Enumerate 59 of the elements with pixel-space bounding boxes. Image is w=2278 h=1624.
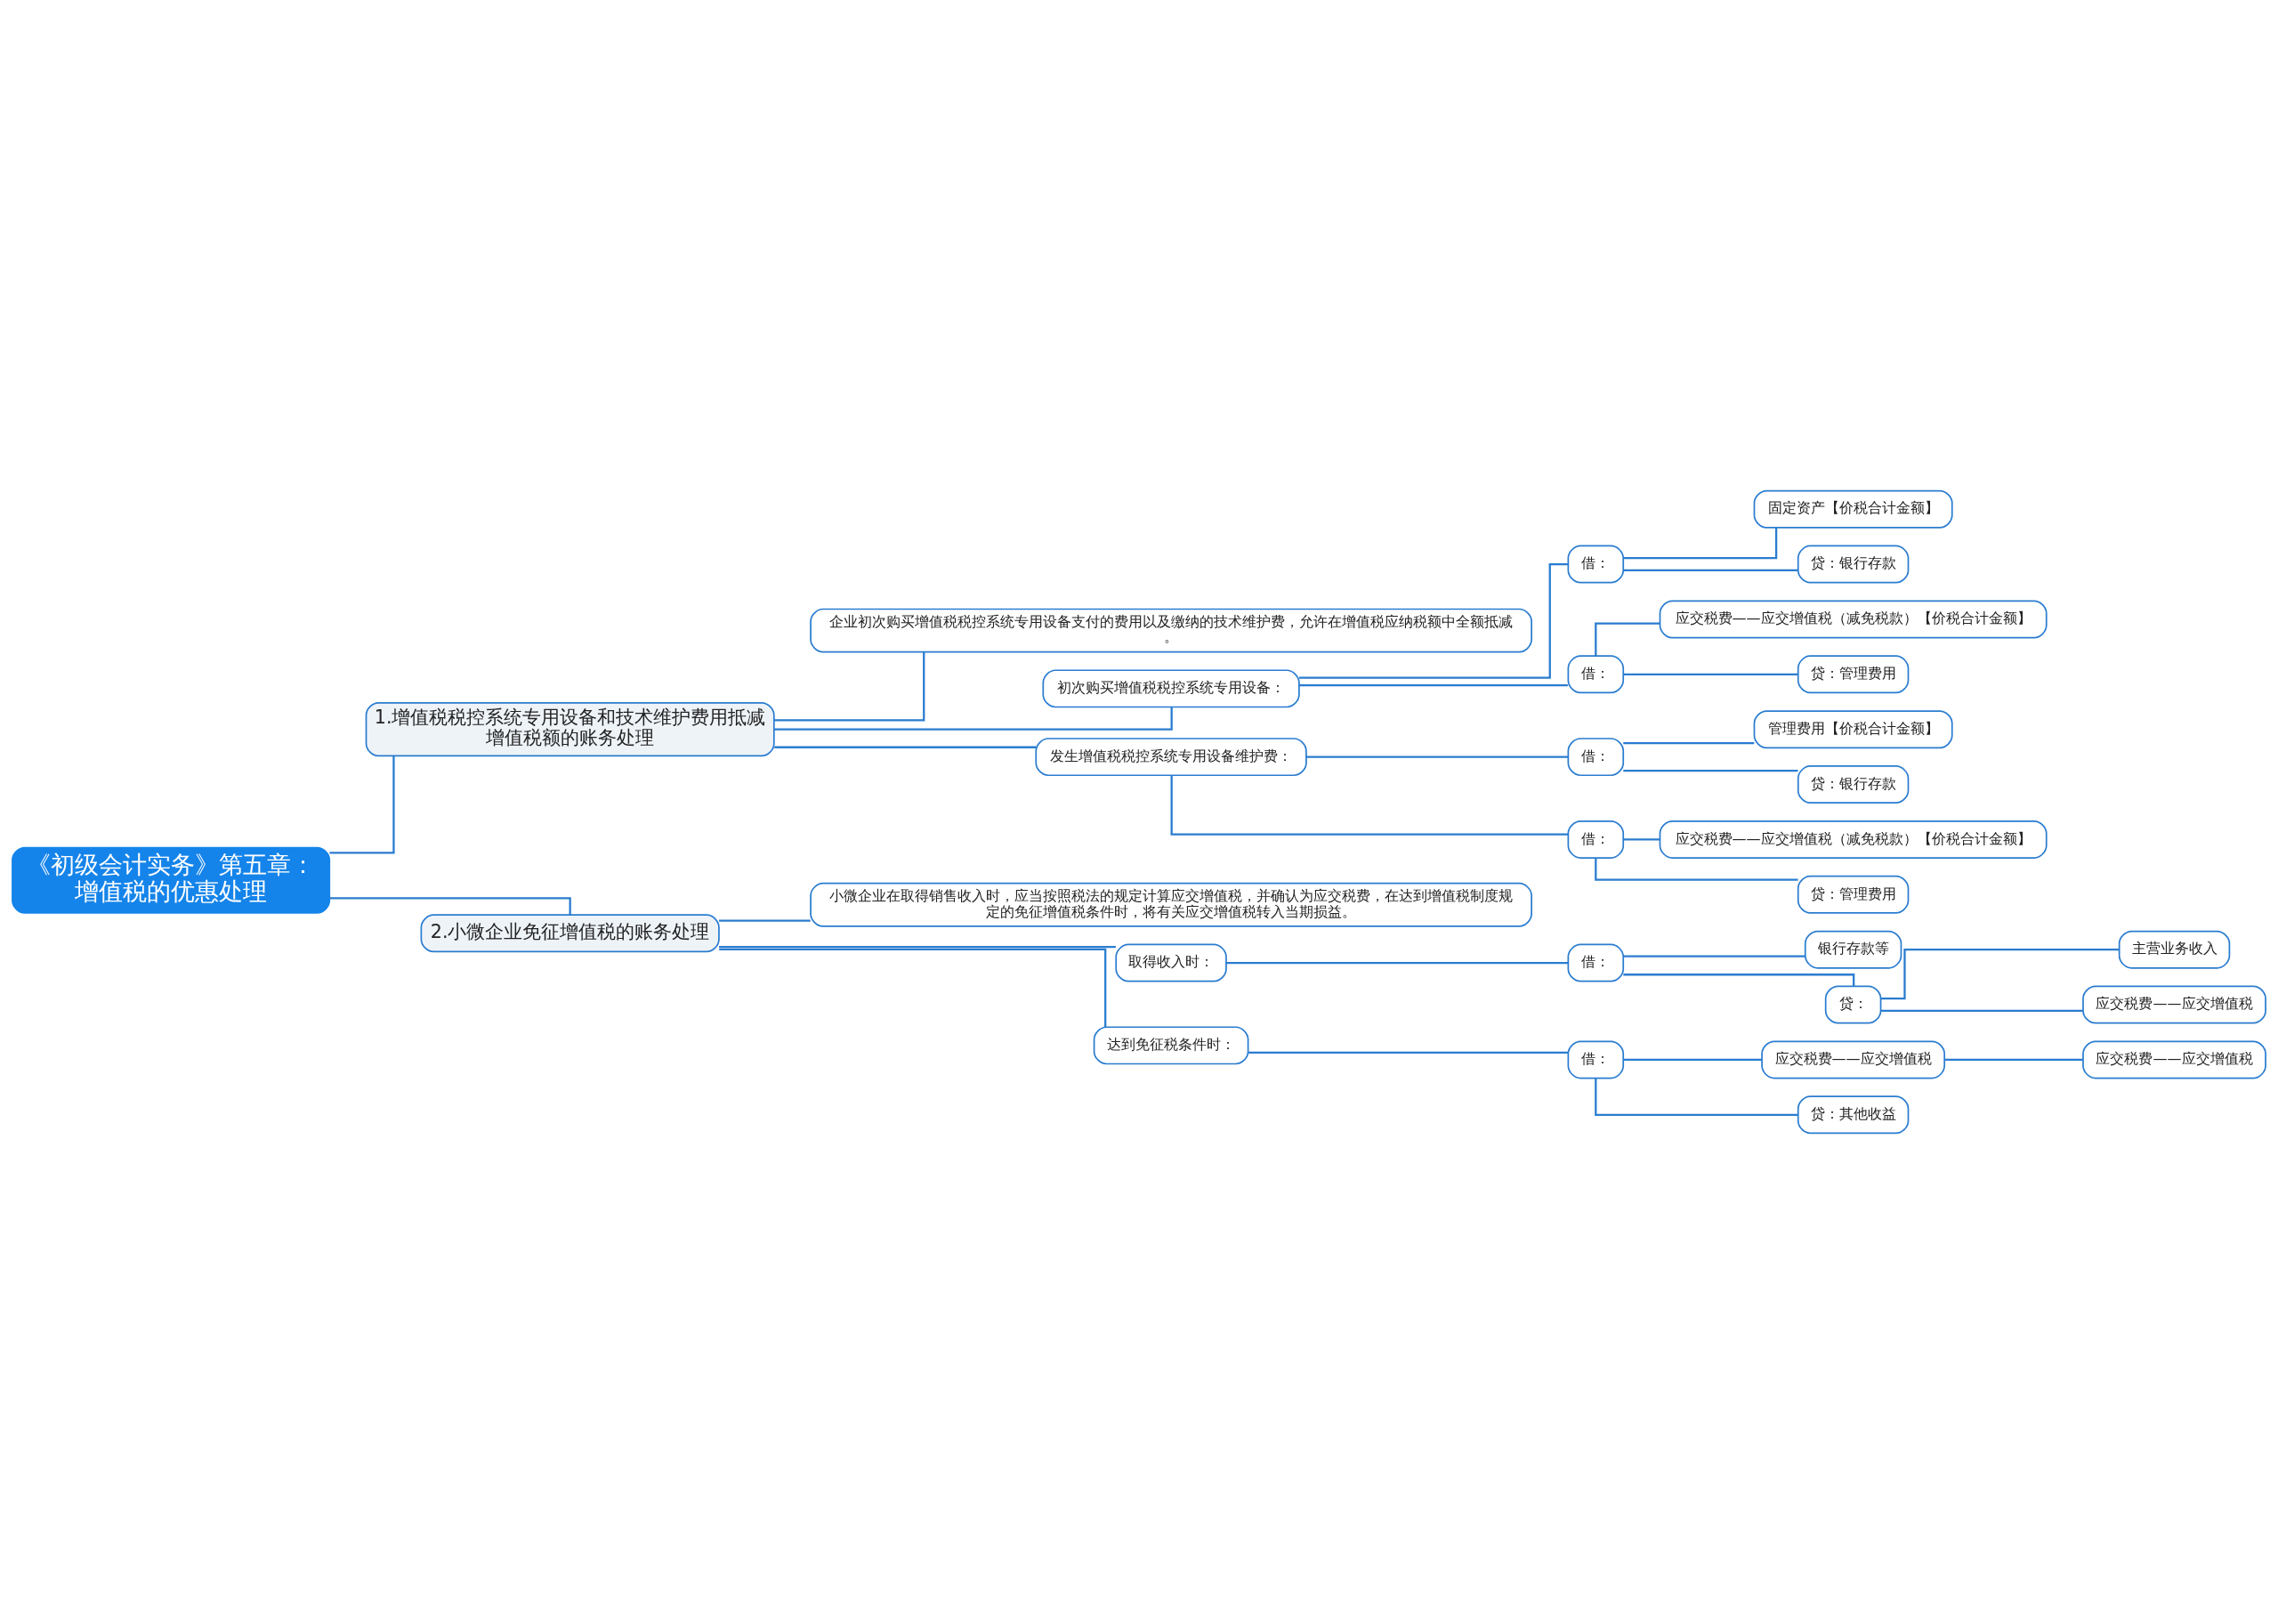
connector: [1623, 974, 1855, 987]
node-box: 银行存款等: [1804, 930, 1902, 969]
node-box: 取得收入时：: [1115, 943, 1227, 982]
connector: [773, 651, 925, 722]
connector: [1170, 775, 1569, 836]
node-box: 借：: [1567, 545, 1625, 584]
node-box: 借：: [1567, 820, 1625, 859]
connector: [774, 746, 1037, 748]
connector: [1595, 858, 1798, 881]
node-box: 小微企业在取得销售收入时，应当按照税法的规定计算应交增值税，并确认为应交税费，在达到增值税制度规定的免征增值税条件时，将有关应交增值税转入当期损益。: [810, 882, 1532, 927]
connector: [1298, 683, 1568, 687]
node-box: 借：: [1567, 655, 1625, 694]
connector: [1623, 769, 1798, 772]
connector: [1248, 1051, 1568, 1054]
connector: [1623, 955, 1805, 957]
connector: [1226, 961, 1569, 965]
node-box: 2.小微企业免征增值税的账务处理: [420, 914, 720, 953]
node-box: 主营业务收入: [2118, 930, 2231, 969]
node-box: 达到免征税条件时：: [1093, 1026, 1249, 1065]
connector: [774, 707, 1173, 731]
node-box: 应交税费——应交增值税: [2082, 985, 2266, 1024]
connector: [1298, 562, 1569, 679]
node-box: 应交税费——应交增值税（减免税款）【价税合计金额】: [1659, 600, 2048, 639]
node-box: 贷：: [1824, 985, 1882, 1024]
node-box: 应交税费——应交增值税（减免税款）【价税合计金额】: [1659, 820, 2048, 859]
connector: [1595, 1078, 1798, 1116]
node-box: 贷：管理费用: [1797, 875, 1910, 914]
node-box: 应交税费——应交增值税: [2082, 1040, 2266, 1079]
connector: [1880, 949, 2120, 1000]
node-box: 应交税费——应交增值税: [1761, 1040, 1945, 1079]
node-box: 管理费用【价税合计金额】: [1753, 710, 1953, 749]
node-box: 借：: [1567, 1040, 1625, 1079]
connector: [1623, 838, 1660, 841]
connector: [719, 948, 1107, 1028]
node-box: 贷：银行存款: [1797, 545, 1910, 584]
node-box: 初次购买增值税税控系统专用设备：: [1042, 669, 1300, 708]
connector: [719, 945, 1116, 949]
connector: [1623, 1058, 1762, 1062]
connector: [1880, 1009, 2083, 1013]
connector: [329, 897, 571, 916]
node-box: 1.增值税税控系统专用设备和技术维护费用抵减增值税额的账务处理: [365, 702, 775, 757]
connector: [1944, 1058, 2083, 1062]
connector: [1623, 742, 1755, 745]
connector: [719, 919, 811, 922]
node-box: 借：: [1567, 943, 1625, 982]
connector: [1595, 622, 1660, 657]
node-box: 企业初次购买增值税税控系统专用设备支付的费用以及缴纳的技术维护费，允许在增值税应纳税额中全额抵减。: [810, 608, 1532, 653]
node-box: 贷：其他收益: [1797, 1095, 1910, 1135]
connector: [1623, 673, 1798, 675]
connector: [1306, 755, 1569, 758]
node-box: 借：: [1567, 738, 1625, 777]
node-box: 《初级会计实务》第五章：增值税的优惠处理: [12, 846, 331, 914]
node-box: 固定资产【价税合计金额】: [1753, 489, 1953, 529]
connector: [1623, 569, 1798, 572]
connector: [329, 755, 395, 854]
node-box: 贷：管理费用: [1797, 655, 1910, 694]
node-box: 发生增值税税控系统专用设备维护费：: [1035, 738, 1307, 777]
node-box: 贷：银行存款: [1797, 765, 1910, 804]
connector: [1623, 528, 1778, 560]
